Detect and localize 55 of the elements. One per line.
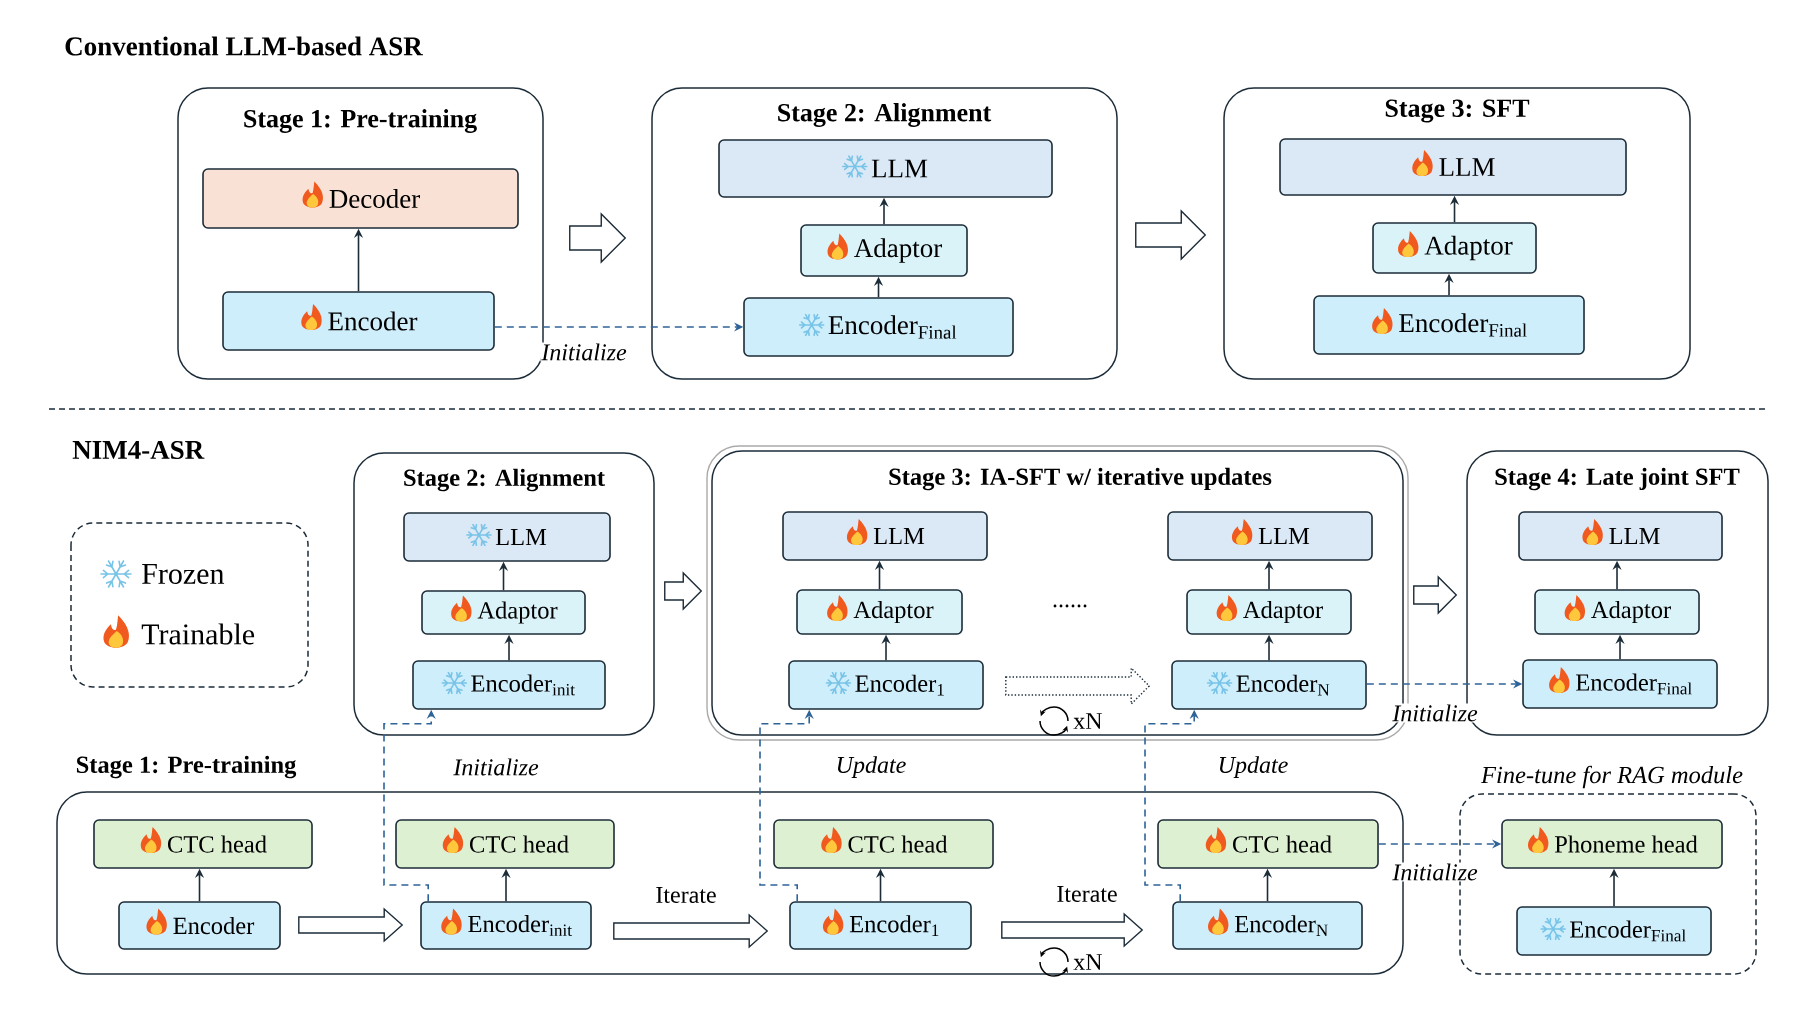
block-arrow (613, 913, 769, 949)
block-arrow (1001, 912, 1144, 948)
phoneme-head-box: Phoneme head (1501, 819, 1723, 869)
adaptor-box: Adaptor (800, 224, 968, 277)
encoder-box: Encoder$_{init}$ (420, 901, 592, 950)
node-label: Stage 1: Pre-training (76, 755, 297, 779)
encoder-box: Encoder$_{Final}$ (1516, 906, 1712, 956)
ctc-head-box: CTC head (93, 819, 313, 869)
edge-label: Initialize (1391, 862, 1479, 882)
encoder-box: Encoder$_{Final}$ (743, 297, 1014, 357)
encoder-box: Encoder$_{Final}$ (1313, 295, 1585, 355)
legend-label: Trainable (141, 623, 255, 645)
llm-box: LLM (1279, 138, 1627, 196)
block-arrow (569, 212, 627, 264)
encoder-box: Encoder$_{N}$ (1172, 901, 1363, 950)
encoder-box: Encoder$_{N}$ (1171, 660, 1367, 710)
encoder-box: Encoder$_{init}$ (412, 660, 606, 710)
node-label: Fine-tune for RAG module (1480, 765, 1743, 789)
adaptor-box: Adaptor (1372, 222, 1537, 274)
section-heading: NIM4-ASR (72, 440, 205, 460)
llm-box: LLM (718, 139, 1053, 198)
llm-box: LLM (1167, 511, 1373, 561)
adaptor-box: Adaptor (421, 590, 586, 635)
legend-label: Frozen (142, 564, 225, 584)
llm-box: LLM (403, 512, 611, 562)
llm-box: LLM (782, 511, 988, 561)
repeat-count: xN (1073, 954, 1102, 970)
encoder-box: Encoder$_{1}$ (788, 660, 984, 710)
decoder-box: Decoder (202, 168, 519, 229)
block-arrow (664, 571, 703, 611)
adaptor-box: Adaptor (1534, 589, 1700, 635)
ctc-head-box: CTC head (773, 819, 994, 869)
block-arrow (1413, 575, 1458, 615)
edge-label: Update (834, 755, 908, 779)
encoder-box: Encoder (118, 901, 281, 950)
edge-label: Iterate (1055, 885, 1119, 903)
llm-box: LLM (1518, 511, 1723, 561)
block-arrow (1005, 666, 1151, 706)
edge-label: Initialize (452, 757, 540, 777)
section-heading: Conventional LLM-based ASR (65, 36, 423, 56)
encoder-box: Encoder$_{Final}$ (1522, 659, 1718, 709)
repeat-count: xN (1073, 713, 1102, 729)
edge-label: Initialize (1391, 703, 1479, 723)
edge-label: Iterate (654, 886, 718, 904)
block-arrow (298, 907, 404, 943)
edge-label: Update (1216, 755, 1290, 779)
encoder-box: Encoder$_{1}$ (789, 901, 972, 950)
adaptor-box: Adaptor (1186, 589, 1352, 635)
ctc-head-box: CTC head (1157, 819, 1379, 869)
ctc-head-box: CTC head (395, 819, 615, 869)
ellipsis-text: ...... (1053, 604, 1087, 608)
adaptor-box: Adaptor (796, 589, 963, 635)
encoder-box: Encoder (222, 291, 495, 351)
block-arrow (1135, 209, 1207, 261)
edge-label: Initialize (540, 342, 628, 362)
